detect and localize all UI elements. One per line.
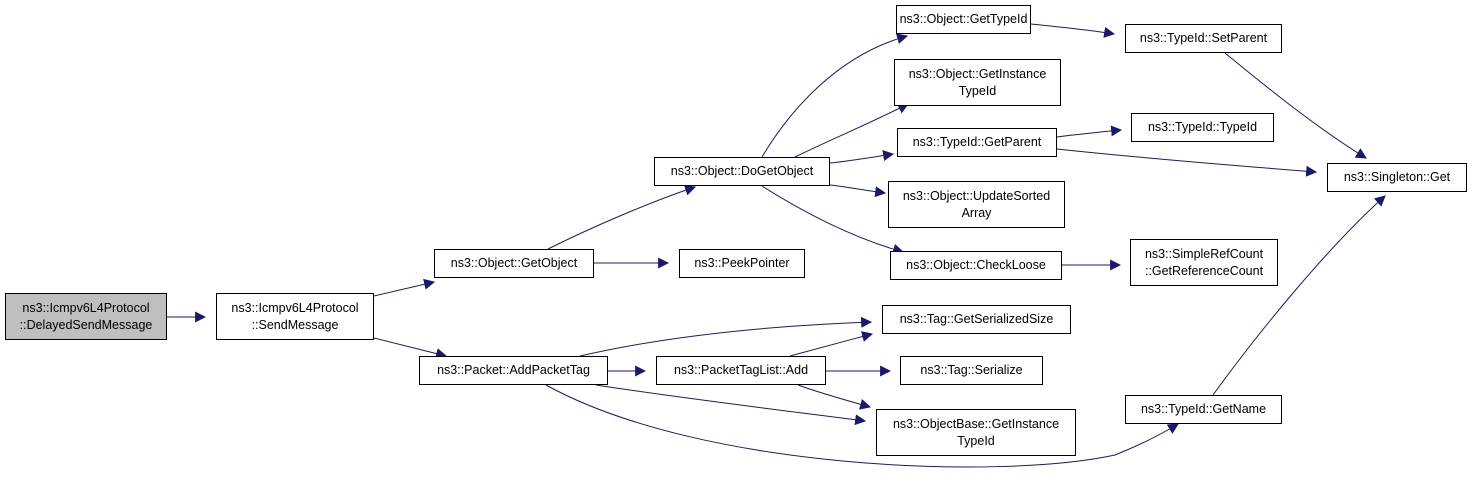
node-label-line: ::GetReferenceCount xyxy=(1144,263,1264,278)
edge-add-packet-tag-to-tag-get-serialized-size xyxy=(579,316,873,357)
node-add-packet-tag[interactable]: ns3::Packet::AddPacketTag xyxy=(419,356,608,385)
edge-do-get-object-to-get-parent xyxy=(829,150,895,164)
node-set-parent[interactable]: ns3::TypeId::SetParent xyxy=(1125,24,1282,53)
node-label-line: ns3::TypeId::GetName xyxy=(1140,402,1267,416)
node-label-line: ns3::Object::CheckLoose xyxy=(906,258,1046,272)
edge-do-get-object-to-update-sorted-array xyxy=(829,184,887,198)
node-delayed-send[interactable]: ns3::Icmpv6L4Protocol::DelayedSendMessag… xyxy=(5,293,167,340)
node-type-id-ctor[interactable]: ns3::TypeId::TypeId xyxy=(1131,113,1274,142)
node-label-line: ns3::Tag::Serialize xyxy=(920,363,1023,377)
node-label-line: ns3::Object::UpdateSorted xyxy=(902,188,1051,203)
node-label-line: ns3::Object::GetObject xyxy=(450,256,578,270)
edge-packet-tag-list-add-to-objectbase-get-instance-type-id xyxy=(797,384,872,410)
node-packet-tag-list-add[interactable]: ns3::PacketTagList::Add xyxy=(656,356,826,385)
edge-set-parent-to-singleton-get xyxy=(1224,52,1367,159)
node-label-line: ns3::Icmpv6L4Protocol xyxy=(231,300,359,315)
node-get-object[interactable]: ns3::Object::GetObject xyxy=(434,249,594,278)
node-tag-serialize[interactable]: ns3::Tag::Serialize xyxy=(900,356,1043,385)
node-peek-pointer[interactable]: ns3::PeekPointer xyxy=(679,249,805,278)
edge-get-parent-to-type-id-ctor xyxy=(1056,125,1123,138)
node-label-line: ns3::SimpleRefCount xyxy=(1144,246,1264,261)
edge-do-get-object-to-check-loose xyxy=(761,185,905,255)
node-label-line: ::SendMessage xyxy=(251,317,339,332)
node-get-reference-count[interactable]: ns3::SimpleRefCount::GetReferenceCount xyxy=(1130,239,1278,286)
edge-add-packet-tag-to-type-id-get-name xyxy=(545,384,1179,468)
node-label-line: ns3::Packet::AddPacketTag xyxy=(437,363,590,377)
node-label-line: ns3::PeekPointer xyxy=(694,256,790,270)
node-label-line: ns3::Singleton::Get xyxy=(1343,170,1451,184)
node-label-line: ns3::ObjectBase::GetInstance xyxy=(892,416,1060,431)
node-label-line: Array xyxy=(961,205,992,220)
node-label-line: TypeId xyxy=(958,83,997,98)
node-label-line: ns3::Tag::GetSerializedSize xyxy=(899,312,1054,326)
node-check-loose[interactable]: ns3::Object::CheckLoose xyxy=(890,251,1062,280)
node-label-line: ns3::TypeId::TypeId xyxy=(1147,120,1258,134)
node-do-get-object[interactable]: ns3::Object::DoGetObject xyxy=(654,157,830,186)
node-label-line: ns3::Object::GetTypeId xyxy=(899,12,1028,26)
edge-do-get-object-to-get-instance-type-id xyxy=(794,103,909,158)
edge-get-parent-to-singleton-get xyxy=(1056,148,1318,177)
edge-type-id-get-name-to-singleton-get xyxy=(1212,195,1386,396)
node-type-id-get-name[interactable]: ns3::TypeId::GetName xyxy=(1125,395,1282,424)
node-label-line: TypeId xyxy=(957,433,995,448)
edge-do-get-object-to-get-type-id xyxy=(761,33,909,158)
node-singleton-get[interactable]: ns3::Singleton::Get xyxy=(1327,163,1467,192)
node-tag-get-serialized-size[interactable]: ns3::Tag::GetSerializedSize xyxy=(882,305,1071,334)
node-label-line: ns3::Object::DoGetObject xyxy=(670,164,814,178)
edge-get-object-to-do-get-object xyxy=(547,184,697,250)
edge-send-message-to-add-packet-tag xyxy=(373,337,448,359)
node-get-parent[interactable]: ns3::TypeId::GetParent xyxy=(897,128,1057,157)
node-label-line: ::DelayedSendMessage xyxy=(19,317,153,332)
node-label-line: ns3::TypeId::SetParent xyxy=(1139,31,1268,45)
edge-send-message-to-get-object xyxy=(373,278,436,297)
node-label-line: ns3::Object::GetInstance xyxy=(908,66,1047,81)
edge-get-type-id-to-set-parent xyxy=(1030,23,1116,38)
edge-add-packet-tag-to-objectbase-get-instance-type-id xyxy=(595,384,867,426)
node-send-message[interactable]: ns3::Icmpv6L4Protocol::SendMessage xyxy=(216,293,374,340)
node-label-line: ns3::Icmpv6L4Protocol xyxy=(22,300,150,315)
node-label-line: ns3::TypeId::GetParent xyxy=(912,135,1042,149)
node-get-type-id[interactable]: ns3::Object::GetTypeId xyxy=(896,5,1031,34)
node-label-line: ns3::PacketTagList::Add xyxy=(673,363,809,377)
edge-packet-tag-list-add-to-tag-get-serialized-size xyxy=(789,331,874,357)
